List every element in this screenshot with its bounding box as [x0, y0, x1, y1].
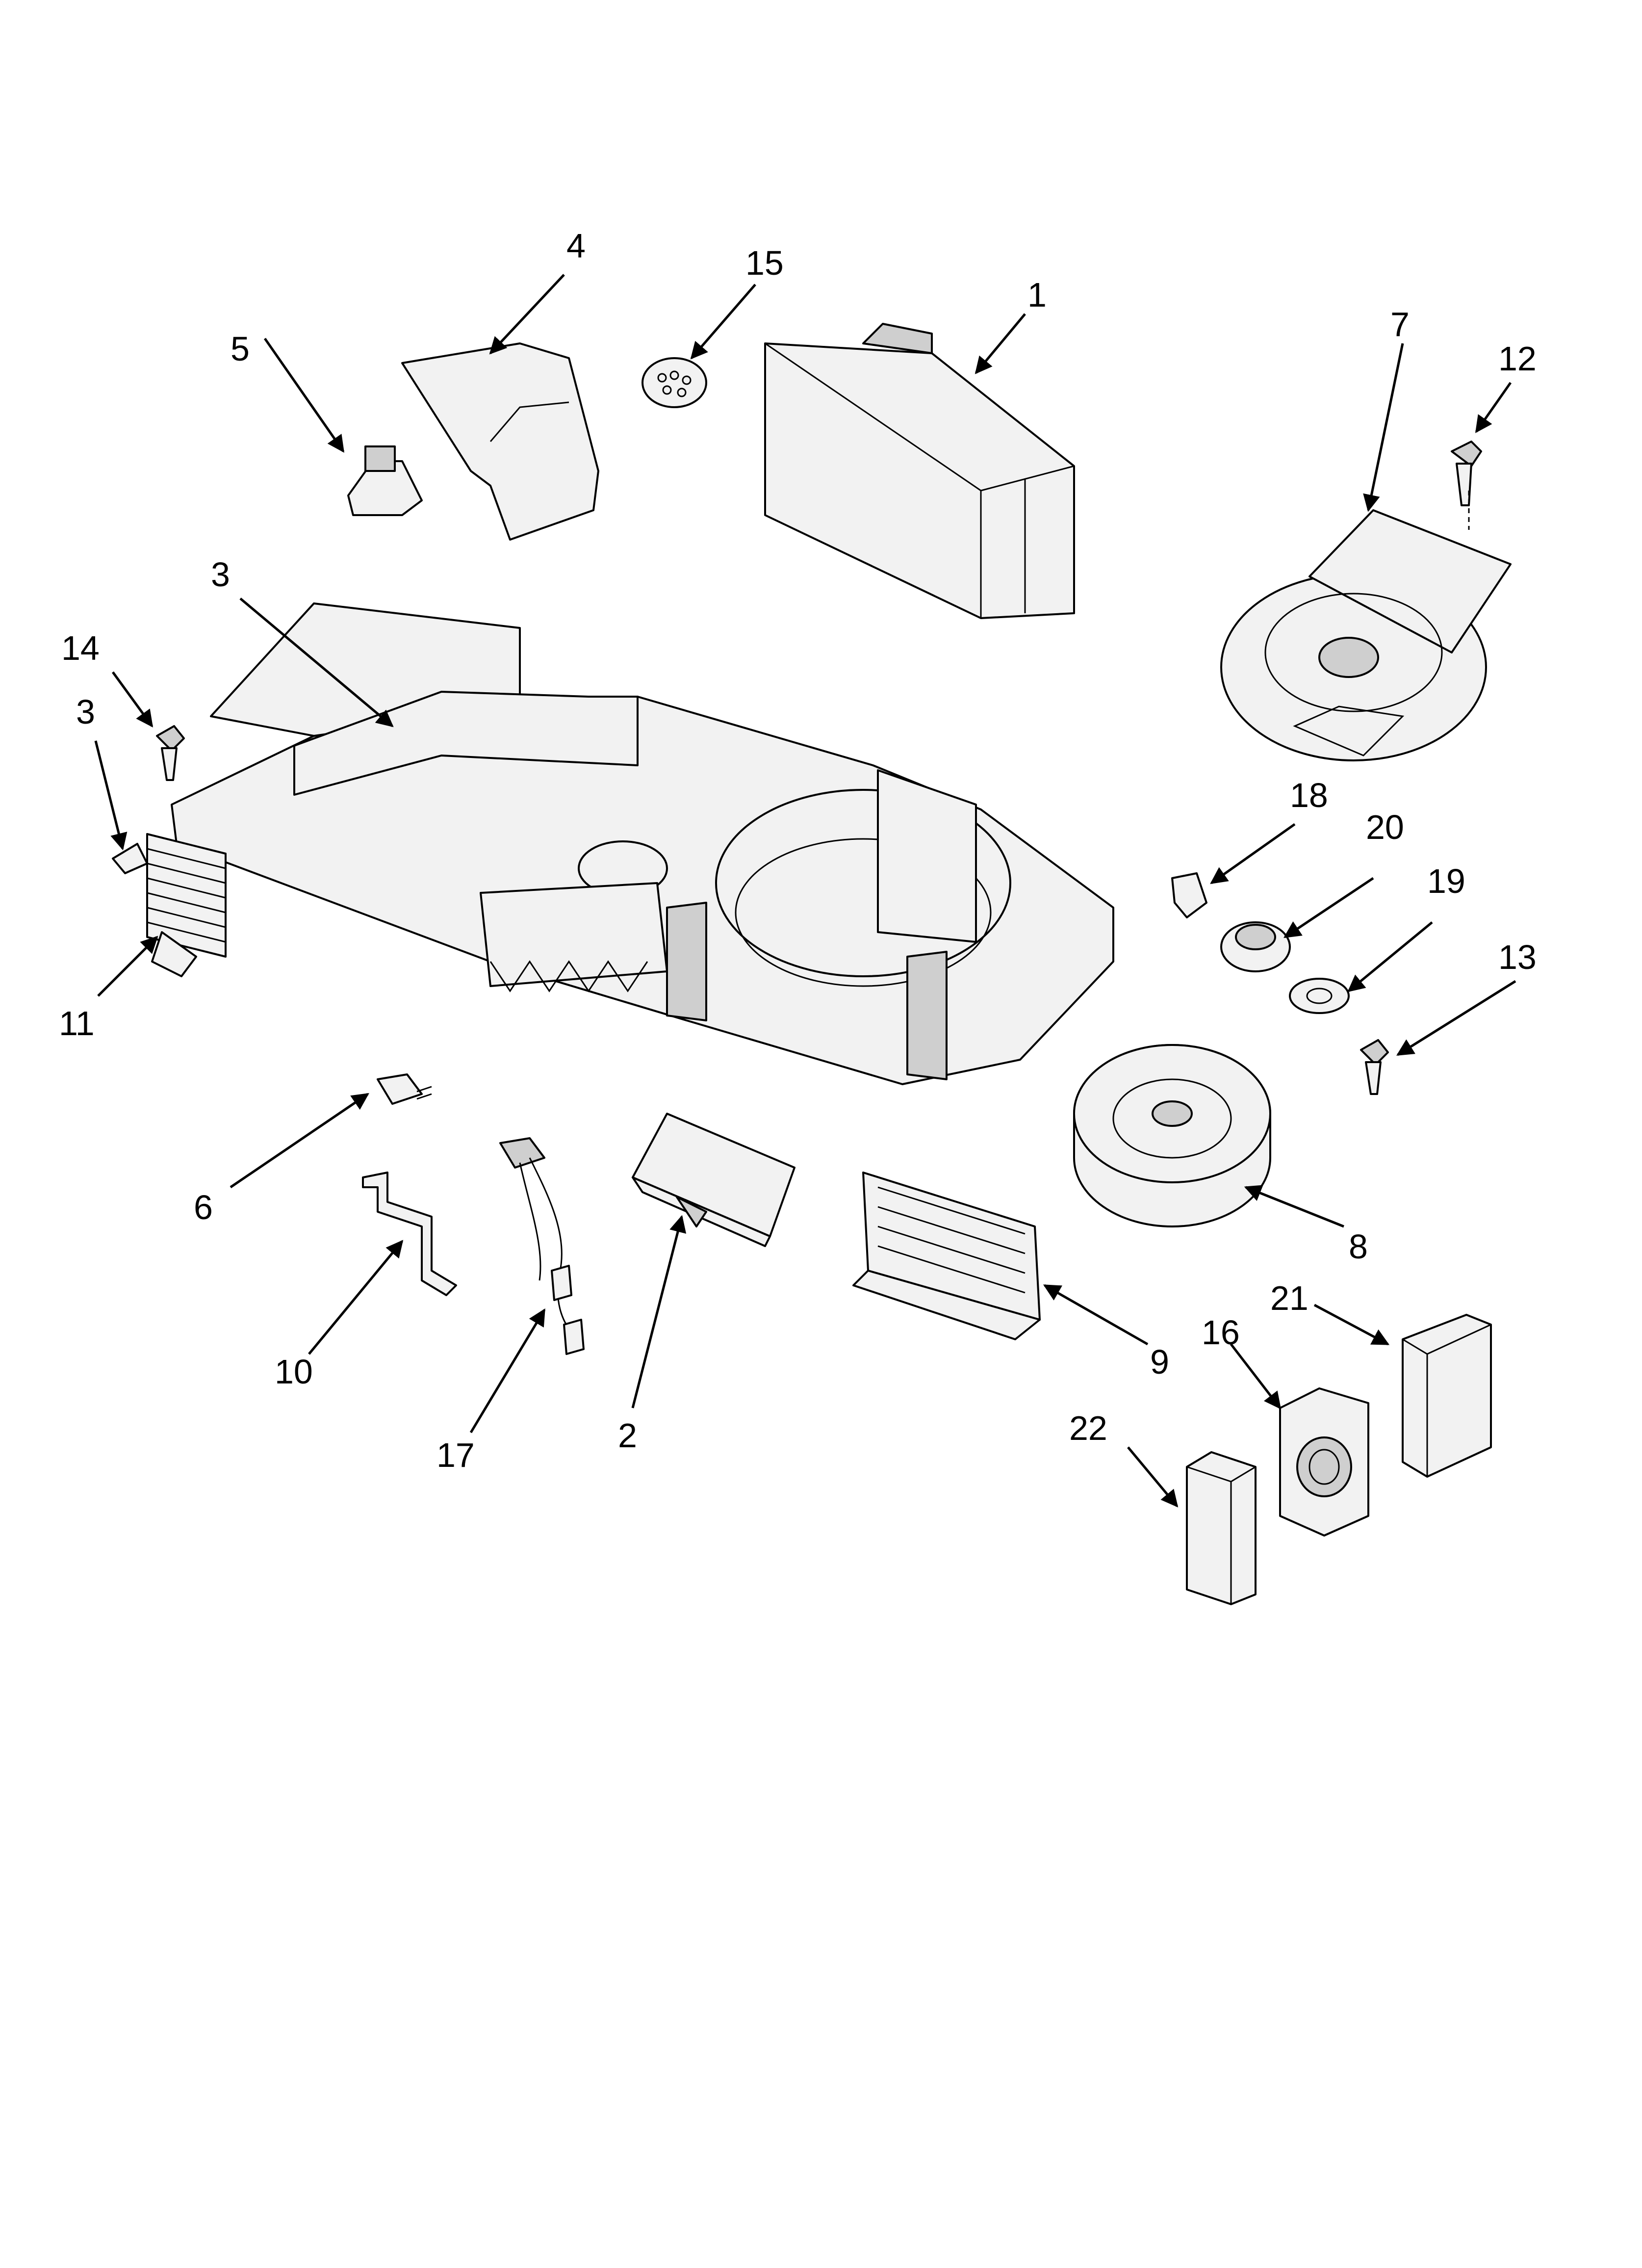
part-15-round-filter — [641, 357, 707, 408]
leader-4 — [489, 274, 565, 355]
callout-17: 17 — [436, 1436, 475, 1474]
leader-18 — [1210, 823, 1296, 885]
part-5-thermostat-clip — [347, 445, 423, 516]
callout-18: 18 — [1290, 776, 1328, 814]
callout-22: 22 — [1069, 1409, 1107, 1447]
callout-20: 20 — [1366, 808, 1404, 846]
callout-14: 14 — [61, 629, 100, 667]
leader-12 — [1475, 382, 1512, 433]
callout-21: 21 — [1270, 1279, 1308, 1317]
leader-5 — [263, 338, 345, 453]
part-6-lamp-socket — [377, 1073, 432, 1105]
callout-5: 5 — [231, 330, 250, 368]
leader-21 — [1313, 1303, 1390, 1346]
leader-10 — [308, 1240, 404, 1355]
leader-lines — [94, 274, 1516, 1508]
callout-4: 4 — [566, 227, 586, 265]
leader-16 — [1230, 1343, 1282, 1409]
part-3-clip — [112, 843, 148, 874]
leader-3b — [94, 740, 128, 851]
leader-9 — [1043, 1284, 1149, 1346]
part-8-blower-wheel — [1073, 1044, 1271, 1227]
callout-8: 8 — [1349, 1227, 1368, 1266]
part-10-mounting-bracket — [362, 1172, 457, 1296]
callout-15: 15 — [745, 244, 784, 282]
part-13-screw — [1360, 1039, 1389, 1095]
part-2-cover-plate — [632, 1113, 795, 1247]
leader-7 — [1363, 343, 1404, 512]
callout-1: 1 — [1027, 276, 1047, 314]
callout-11: 11 — [59, 1004, 95, 1043]
leader-15 — [690, 284, 756, 360]
part-17-wire-harness — [499, 1137, 585, 1355]
part-19-washer — [1289, 978, 1350, 1014]
callout-2: 2 — [618, 1416, 637, 1455]
part-9-grease-filter — [852, 1172, 1041, 1340]
part-1-air-duct — [764, 323, 1075, 619]
part-21-box — [1402, 1314, 1492, 1478]
leader-17 — [469, 1308, 546, 1434]
part-7-blower-housing — [1220, 509, 1512, 761]
callout-13: 13 — [1498, 938, 1537, 976]
part-16-thermal-block — [1279, 1387, 1369, 1537]
leader-8 — [1244, 1185, 1344, 1228]
base-chassis — [171, 602, 1114, 1085]
part-12-screw — [1451, 441, 1482, 530]
callout-6: 6 — [194, 1188, 213, 1226]
leader-20 — [1283, 877, 1374, 938]
leader-11 — [97, 936, 158, 997]
part-11-grille — [146, 833, 227, 977]
callout-10: 10 — [275, 1353, 313, 1391]
part-18-nut — [1171, 872, 1207, 918]
part-14-screw — [156, 725, 185, 781]
callout-9: 9 — [1150, 1343, 1169, 1381]
callout-16: 16 — [1202, 1313, 1240, 1352]
part-22-bracket — [1186, 1451, 1257, 1605]
leader-2 — [631, 1215, 687, 1408]
leader-19 — [1347, 921, 1433, 992]
leader-1 — [975, 313, 1026, 374]
leader-6 — [230, 1093, 369, 1189]
callout-labels: 1 4 15 5 7 12 3 14 3 11 18 20 19 13 6 8 … — [59, 227, 1537, 1474]
leader-22 — [1127, 1446, 1179, 1508]
leader-13 — [1396, 980, 1516, 1056]
callout-19: 19 — [1427, 862, 1465, 900]
part-20-hub — [1220, 921, 1291, 972]
part-4-bracket — [401, 342, 599, 541]
callout-3b: 3 — [76, 693, 95, 731]
leader-14 — [111, 671, 154, 728]
leader-3a — [239, 598, 394, 728]
callout-12: 12 — [1498, 339, 1537, 378]
callout-3a: 3 — [211, 555, 230, 594]
callout-7: 7 — [1390, 305, 1410, 343]
